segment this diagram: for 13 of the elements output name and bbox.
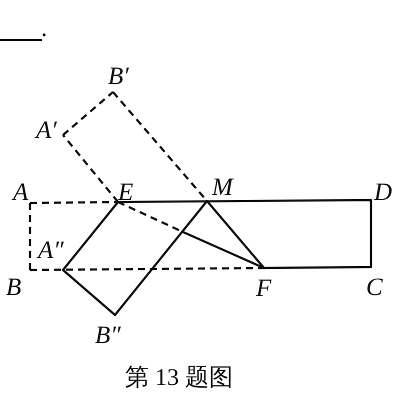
period-mark: . — [41, 16, 48, 41]
point-label: B″ — [95, 323, 121, 348]
point-label: E — [118, 180, 134, 205]
point-label: F — [256, 276, 272, 301]
point-label: A′ — [36, 118, 57, 143]
point-label: A″ — [38, 238, 64, 263]
point-label: D — [374, 180, 392, 205]
point-label: M — [212, 175, 233, 200]
point-label: A — [13, 180, 28, 205]
point-label: B′ — [108, 64, 129, 89]
point-label: C — [366, 275, 383, 300]
figure-caption: 第 13 题图 — [125, 366, 233, 390]
point-label: B — [6, 275, 22, 300]
